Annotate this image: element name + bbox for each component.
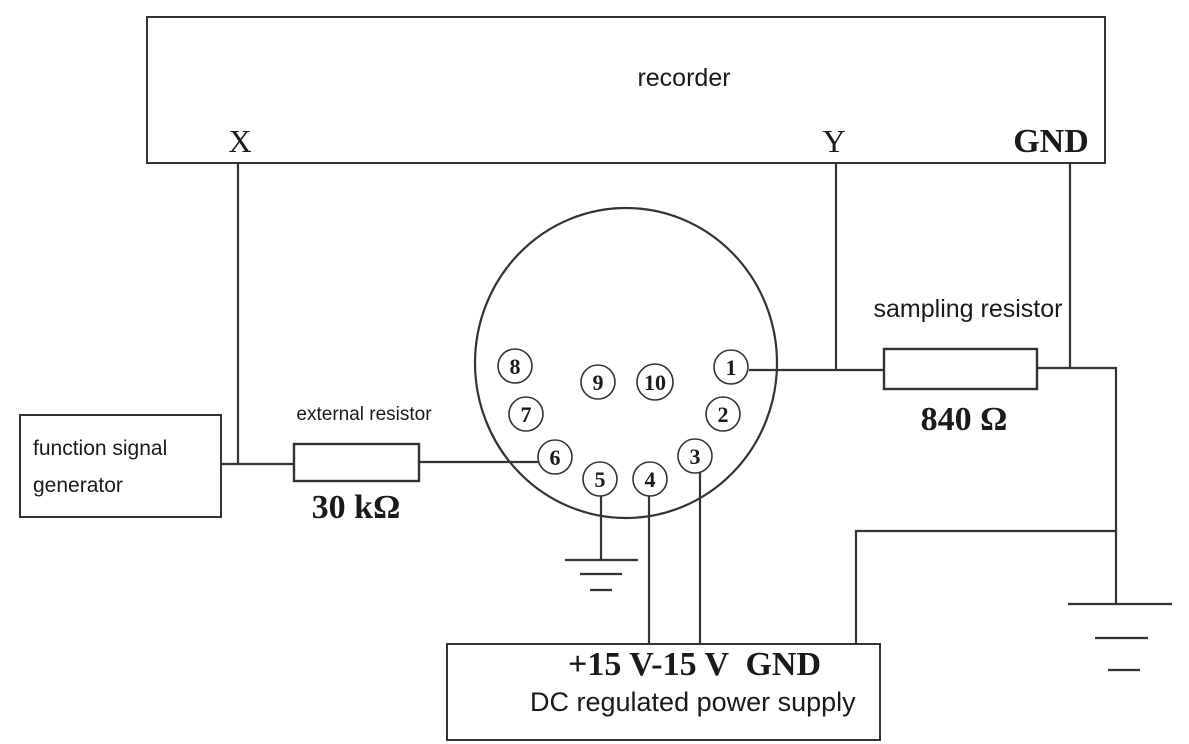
recorder-terminal-y: Y	[822, 123, 845, 159]
generator-box	[19, 414, 222, 518]
socket-pins: 1 2 3 4 5 6 7 8 9 10	[497, 348, 749, 497]
pin-label-8: 8	[510, 354, 521, 379]
pin-4	[632, 461, 668, 497]
external-resistor-value: 30 kΩ	[312, 489, 401, 526]
pin-3	[677, 438, 713, 474]
generator-label-line2: generator	[33, 474, 123, 497]
recorder-box	[146, 16, 1106, 164]
pin-label-7: 7	[521, 402, 532, 427]
pin-7	[508, 396, 544, 432]
pin-label-3: 3	[690, 444, 701, 469]
recorder-terminal-x: X	[228, 123, 251, 159]
external-resistor-label: external resistor	[296, 404, 432, 425]
pin-label-5: 5	[595, 467, 606, 492]
pin-label-10: 10	[644, 370, 666, 395]
pin-1	[713, 349, 749, 385]
pin-6	[537, 439, 573, 475]
recorder-terminal-gnd: GND	[1013, 123, 1089, 160]
generator-label-line1: function signal	[33, 437, 167, 460]
external-resistor	[292, 442, 421, 483]
pin-label-9: 9	[593, 370, 604, 395]
power-supply-label: DC regulated power supply	[530, 687, 856, 717]
recorder-label: recorder	[637, 64, 730, 92]
pin-10	[636, 363, 674, 401]
wire-supply-gnd	[854, 529, 1116, 644]
pin-8	[497, 348, 533, 384]
sampling-resistor-value: 840 Ω	[921, 401, 1008, 438]
power-supply-box	[446, 643, 881, 741]
pin-label-1: 1	[726, 355, 737, 380]
pin-label-6: 6	[550, 445, 561, 470]
sampling-resistor-label: sampling resistor	[874, 295, 1063, 323]
sampling-resistor	[882, 347, 1039, 391]
pin-label-4: 4	[645, 467, 656, 492]
pin-5	[582, 461, 618, 497]
socket-outline	[473, 206, 779, 520]
pin-2	[705, 396, 741, 432]
wire-sampling-to-ground	[1037, 366, 1118, 603]
pin-label-2: 2	[718, 402, 729, 427]
power-supply-terminals: +15 V-15 V GND	[568, 646, 821, 683]
pin-9	[580, 364, 616, 400]
